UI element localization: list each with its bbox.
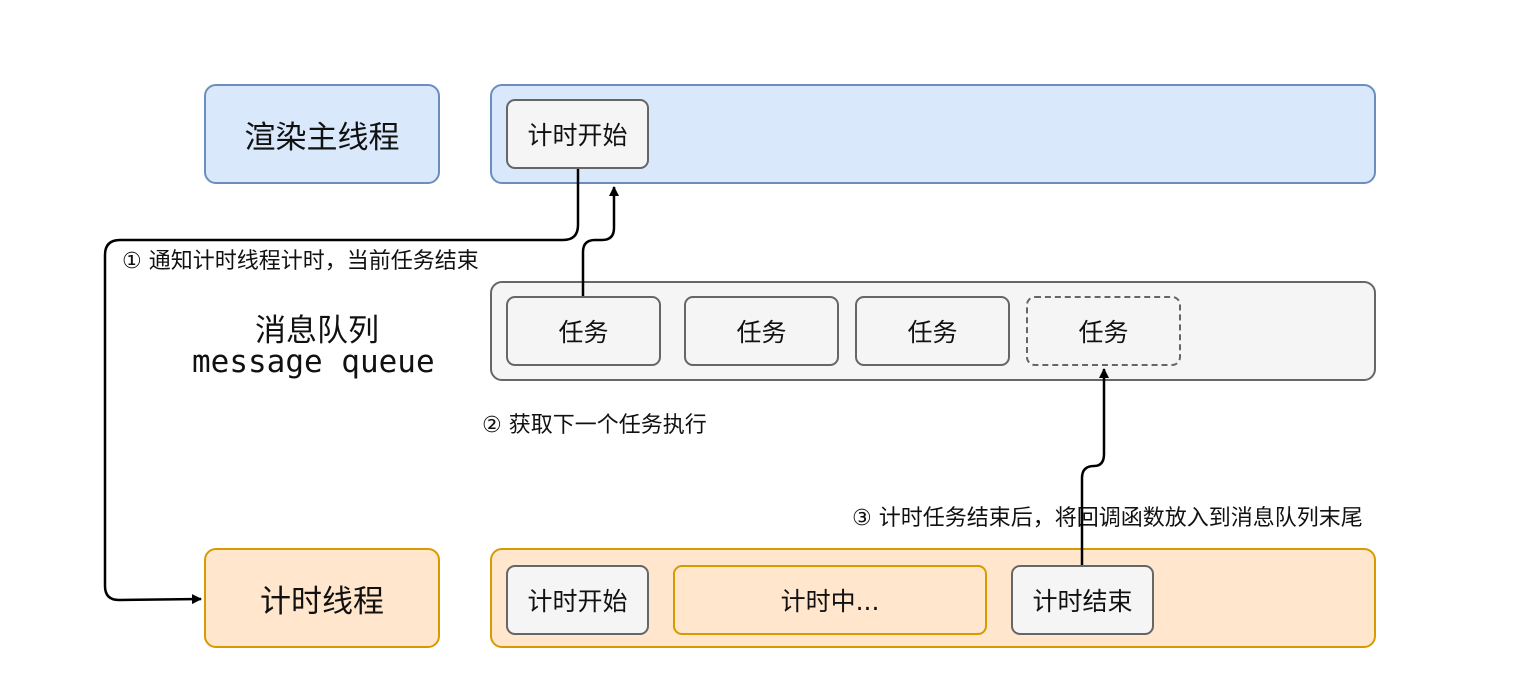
queue-task: 任务 xyxy=(855,296,1010,366)
queue-task-label: 任务 xyxy=(736,318,787,347)
timer-end-task: 计时结束 xyxy=(1011,565,1154,635)
step1-arrow xyxy=(103,169,580,605)
queue-task-label: 任务 xyxy=(1078,318,1129,347)
queue-task-label: 任务 xyxy=(907,318,958,347)
timer-progress-label: 计时中... xyxy=(780,587,880,616)
timer-start-label: 计时开始 xyxy=(527,587,628,616)
queue-task-label: 任务 xyxy=(558,318,609,347)
message-queue-label-cn: 消息队列 xyxy=(255,313,379,349)
message-queue-label-en: message queue xyxy=(192,344,435,380)
timer-progress-task: 计时中... xyxy=(673,565,987,635)
step2-arrow xyxy=(581,186,619,296)
timer-thread-label-box: 计时线程 xyxy=(204,548,440,648)
timer-end-label: 计时结束 xyxy=(1032,587,1133,616)
render-timer-start-label: 计时开始 xyxy=(527,121,628,150)
queue-task-pending: 任务 xyxy=(1026,296,1181,366)
step1-annotation: ① 通知计时线程计时，当前任务结束 xyxy=(122,249,479,274)
step2-annotation: ② 获取下一个任务执行 xyxy=(482,413,707,438)
render-thread-label: 渲染主线程 xyxy=(244,119,400,156)
timer-start-task: 计时开始 xyxy=(506,565,649,635)
queue-task: 任务 xyxy=(684,296,839,366)
step3-annotation: ③ 计时任务结束后，将回调函数放入到消息队列末尾 xyxy=(852,506,1363,531)
step3-arrow xyxy=(1080,368,1109,565)
render-thread-label-box: 渲染主线程 xyxy=(204,84,440,184)
render-timer-start-task: 计时开始 xyxy=(506,99,649,169)
queue-task: 任务 xyxy=(506,296,661,366)
timer-thread-label: 计时线程 xyxy=(260,583,384,620)
